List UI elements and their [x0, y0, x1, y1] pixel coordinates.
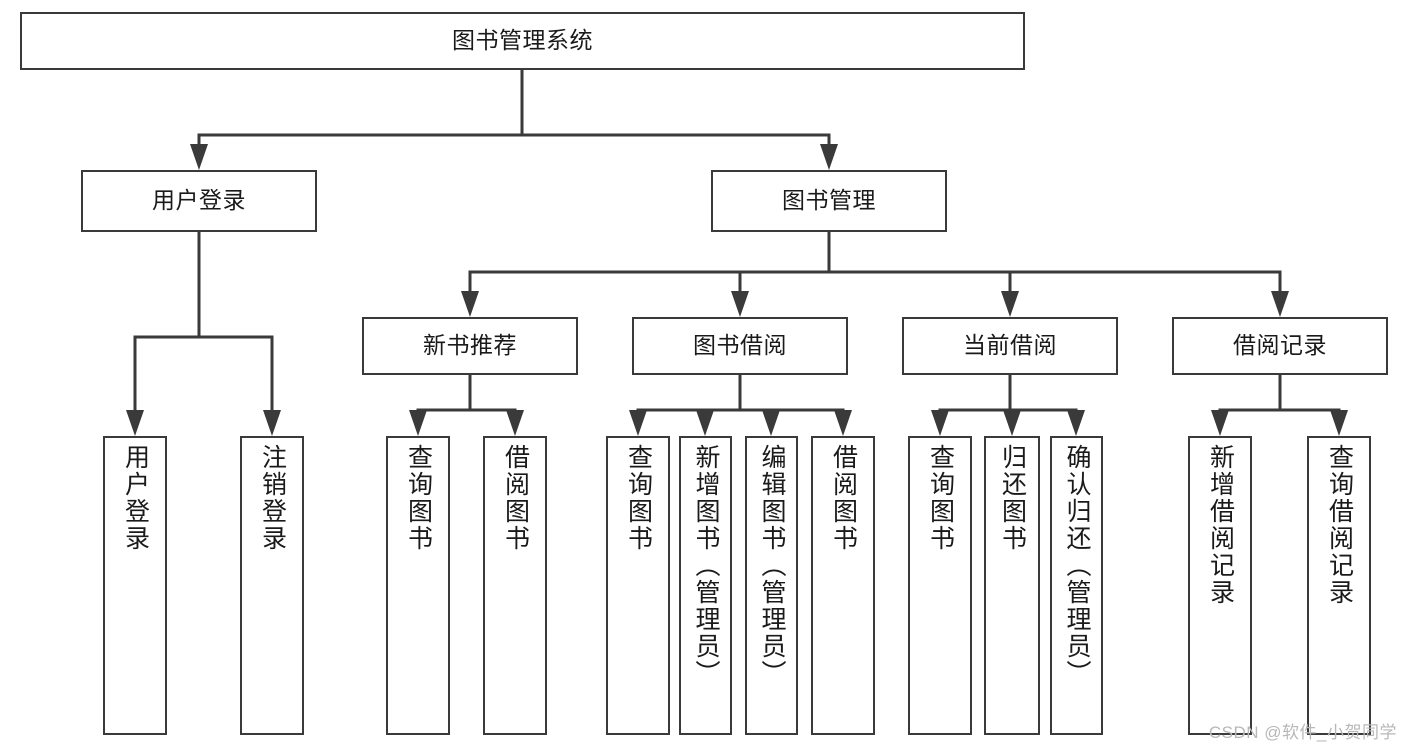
node-leaf-new-1[interactable]: 查询图书 — [386, 436, 450, 735]
node-leaf-borrow-3[interactable]: 编辑图书（管理员） — [745, 436, 798, 735]
node-leaf-borrow-2[interactable]: 新增图书（管理员） — [679, 436, 732, 735]
node-label: 用户登录 — [121, 444, 150, 552]
node-current[interactable]: 当前借阅 — [902, 317, 1118, 375]
node-leaf-borrow-1[interactable]: 查询图书 — [606, 436, 670, 735]
node-bookmgmt[interactable]: 图书管理 — [711, 170, 947, 232]
node-leaf-borrow-4[interactable]: 借阅图书 — [811, 436, 875, 735]
node-label: 图书借阅 — [693, 332, 787, 359]
node-leaf-cur-2[interactable]: 归还图书 — [984, 436, 1040, 735]
node-label: 当前借阅 — [963, 332, 1057, 359]
node-leaf-login-1[interactable]: 用户登录 — [103, 436, 167, 735]
node-label: 借阅图书 — [501, 444, 530, 552]
node-label: 查询图书 — [926, 444, 955, 552]
node-borrow[interactable]: 图书借阅 — [632, 317, 848, 375]
node-leaf-rec-2[interactable]: 查询借阅记录 — [1307, 436, 1371, 735]
node-leaf-cur-1[interactable]: 查询图书 — [908, 436, 972, 735]
node-label: 借阅记录 — [1233, 332, 1327, 359]
node-label: 图书管理 — [782, 187, 876, 214]
node-label: 注销登录 — [258, 444, 287, 552]
node-leaf-cur-3[interactable]: 确认归还（管理员） — [1050, 436, 1103, 735]
node-newbooks[interactable]: 新书推荐 — [362, 317, 578, 375]
node-leaf-new-2[interactable]: 借阅图书 — [483, 436, 547, 735]
watermark-label: CSDN @软件_小贺同学 — [1208, 723, 1397, 742]
node-label: 新增借阅记录 — [1206, 444, 1235, 606]
node-label: 新增图书（管理员） — [692, 444, 720, 687]
node-records[interactable]: 借阅记录 — [1172, 317, 1388, 375]
node-login[interactable]: 用户登录 — [81, 170, 317, 232]
node-label: 查询图书 — [624, 444, 653, 552]
node-label: 编辑图书（管理员） — [758, 444, 786, 687]
node-label: 确认归还（管理员） — [1063, 444, 1091, 687]
node-label: 查询借阅记录 — [1325, 444, 1354, 606]
node-label: 借阅图书 — [829, 444, 858, 552]
node-leaf-rec-1[interactable]: 新增借阅记录 — [1188, 436, 1252, 735]
node-label: 新书推荐 — [423, 332, 517, 359]
node-label: 查询图书 — [404, 444, 433, 552]
node-leaf-login-2[interactable]: 注销登录 — [240, 436, 304, 735]
node-root[interactable]: 图书管理系统 — [20, 12, 1025, 70]
node-label: 归还图书 — [998, 444, 1027, 552]
node-label: 图书管理系统 — [452, 27, 593, 54]
node-label: 用户登录 — [152, 187, 246, 214]
